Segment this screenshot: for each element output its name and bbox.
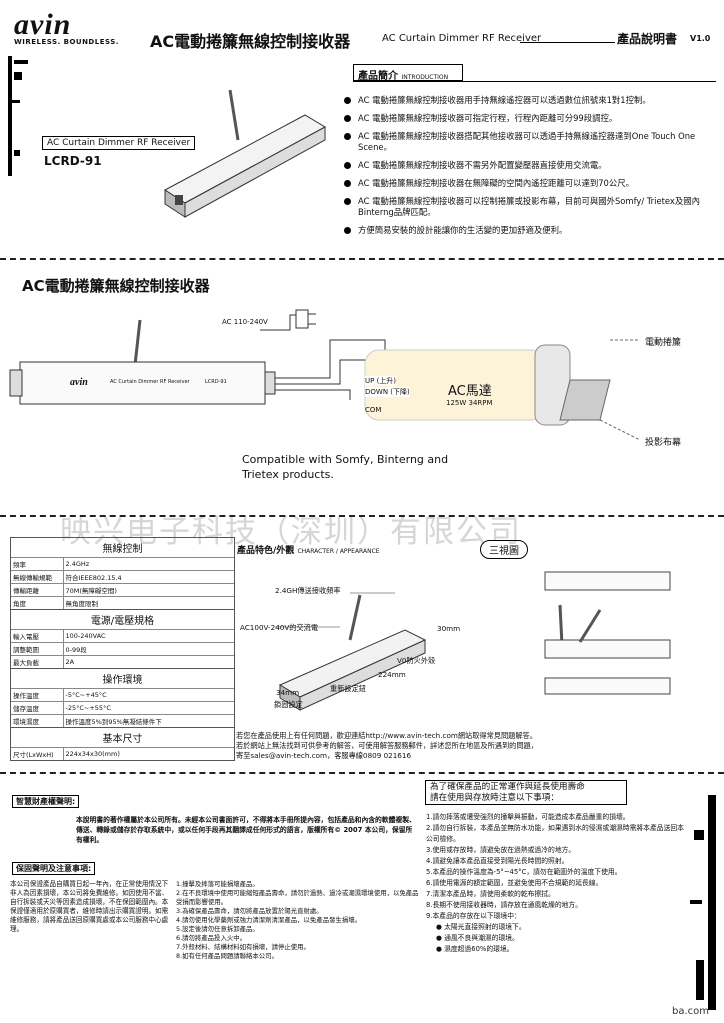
section-divider (0, 772, 724, 774)
three-view-label: 三視圖 (480, 540, 528, 559)
feature-item: AC 電動捲簾無線控制接收器可指定行程，行程內距離可分99段調控。 (342, 113, 718, 124)
manual-label: 產品說明書 (617, 32, 678, 46)
page-title: AC電動捲簾無線控制接收器 (150, 32, 351, 51)
warranty-text: 本公司保證產品自購買日起一年內，在正常使用情況下非人為因素損壞，本公司將免費維修… (10, 880, 169, 933)
spec-section-title: 無線控制 (102, 544, 143, 555)
ac-annotation: AC100V-240V的交流電 (240, 623, 319, 632)
table-row: 無線傳輸規範符合IEEE802.15.4 (11, 570, 234, 584)
screen-label: 投影布幕 (645, 438, 682, 448)
ip-title: 智慧財產權聲明: (12, 795, 80, 808)
intro-heading: 產品簡介 INTRODUCTION (353, 64, 463, 82)
product-photo (164, 89, 327, 218)
corner-deco (696, 960, 704, 1000)
footer-text: ba.com (672, 1006, 710, 1017)
corner-deco (8, 56, 12, 176)
device-brand: avin (70, 377, 88, 388)
dim-224: 224mm (378, 670, 406, 679)
com-label: COM (365, 406, 382, 414)
three-view-drawings (544, 571, 671, 695)
intro-rule (353, 81, 716, 82)
motor-spec: 125W 34RPM (446, 399, 493, 407)
watermark: 映兴电子科技（深圳）有限公司 (60, 514, 522, 550)
corner-deco (690, 900, 702, 904)
table-row: 角度無角度限制 (11, 596, 234, 609)
feature-item: AC 電動捲簾無線控制接收器搭配其他接收器可以透過手持無線遙控器達到One To… (342, 131, 718, 153)
table-row: 操作溫度-5°C~+45°C (11, 688, 234, 702)
table-row: 儲存溫度-25°C~+55°C (11, 701, 234, 715)
curtain-label: 電動捲簾 (645, 338, 682, 348)
brand-logo: avin (14, 8, 72, 41)
motor-label: AC馬達 (448, 384, 492, 399)
feature-item: AC 電動捲簾無線控制接收器用手持無線遙控器可以透過數位訊號來1對1控制。 (342, 95, 718, 106)
ac-input-label: AC 110-240V (222, 318, 268, 326)
feature-item: AC 電動捲簾無線控制接收器在無障礙的空間內遙控距離可以達到70公尺。 (342, 178, 718, 189)
spec-section-title: 電源/電壓規格 (11, 609, 234, 629)
ip-text: 本說明書的著作權屬於本公司所有。未經本公司書面許可，不得將本手冊所提內容，包括產… (76, 816, 416, 844)
corner-deco (694, 830, 704, 840)
section-divider (0, 515, 724, 517)
feature-item: 方便簡易安裝的設計能讓你的生活變的更加舒適及便利。 (342, 225, 718, 236)
corner-deco (8, 100, 20, 103)
corner-deco (708, 795, 716, 1010)
product-label: AC Curtain Dimmer RF Receiver (42, 136, 196, 150)
dim-34: 34mm (276, 688, 300, 697)
v0-annotation: V0防火外殼 (397, 656, 436, 665)
dim-30: 30mm (437, 624, 461, 633)
appearance-title: 產品特色/外觀 CHARACTER / APPEARANCE (237, 546, 380, 556)
device-name: AC Curtain Dimmer RF Receiver (110, 379, 190, 385)
antenna-annotation: 2.4GH傳送接收頻率 (275, 586, 341, 595)
wiring-title: AC電動捲簾無線控制接收器 (22, 277, 210, 295)
title-rule (520, 42, 615, 43)
version-label: V1.0 (690, 34, 711, 43)
table-row: 環境濕度操作溫度5%到95%無凝結條件下 (11, 714, 234, 727)
spec-section-title: 基本尺寸 (11, 727, 234, 747)
lock-annotation: 鎖固設定 (274, 700, 303, 709)
down-label: DOWN (下降) (365, 387, 410, 397)
care-list: 1.請勿摔落或遭受強烈的撞擊與振動，可能造成本產品嚴重的損壞。2.請勿自行拆裝，… (426, 813, 684, 953)
faq-text: 若您在產品使用上有任何問題，歡迎連結http://www.avin-tech.c… (236, 731, 538, 760)
feature-item: AC 電動捲簾無線控制接收器不需另外配置變壓器直接使用交流電。 (342, 160, 718, 171)
brand-tagline: WIRELESS. BOUNDLESS. (14, 38, 119, 46)
warranty-title: 保固聲明及注意事項: (12, 862, 96, 875)
corner-deco (14, 72, 22, 80)
spec-section-title: 操作環境 (11, 668, 234, 688)
wiring-diagram (9, 309, 641, 441)
up-label: UP (上升) (365, 376, 397, 386)
feature-item: AC 電動捲簾無線控制接收器可以控制捲簾或投影布幕，目前可與國外Somfy/ T… (342, 196, 718, 218)
reset-annotation: 重新設定鈕 (330, 684, 366, 693)
corner-deco (14, 60, 28, 64)
feature-list: AC 電動捲簾無線控制接收器用手持無線遙控器可以透過數位訊號來1對1控制。 AC… (342, 95, 718, 243)
caution-list: 1.撞擊及摔落可能損壞產品。2.在不良環境中使用可能縮短產品壽命，請勿於過熱、過… (176, 880, 419, 960)
care-notice: 為了確保產品的正常運作與延長使用壽命請在使用與存放時注意以下事項： (425, 780, 627, 805)
appearance-drawing (275, 592, 427, 711)
product-model: LCRD-91 (44, 154, 102, 168)
table-row: 尺寸(LxWxH)224x34x30(mm) (11, 747, 234, 760)
device-model: LCRD-91 (205, 379, 227, 385)
section-divider (0, 258, 724, 260)
english-title: AC Curtain Dimmer RF Receiver (382, 33, 542, 44)
corner-deco (14, 150, 20, 156)
